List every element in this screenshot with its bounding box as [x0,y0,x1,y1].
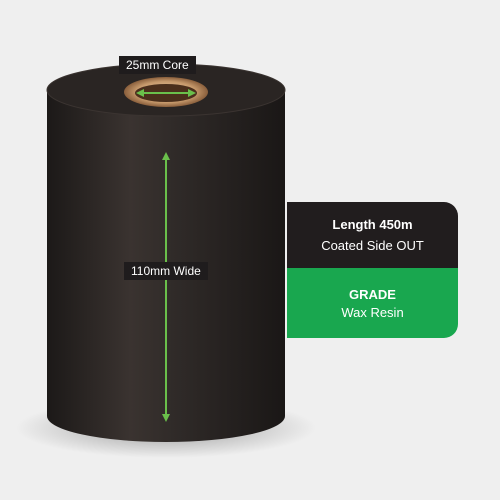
grade-title: GRADE [349,287,396,302]
coating-text: Coated Side OUT [321,238,424,253]
core-size-label: 25mm Core [119,56,196,74]
grade-value: Wax Resin [341,305,404,320]
length-section: Length 450m Coated Side OUT [287,202,458,268]
roll-width-label: 110mm Wide [124,262,208,280]
grade-section: GRADE Wax Resin [287,268,458,338]
spec-panel: Length 450m Coated Side OUT GRADE Wax Re… [287,202,458,338]
length-text: Length 450m [332,217,413,232]
